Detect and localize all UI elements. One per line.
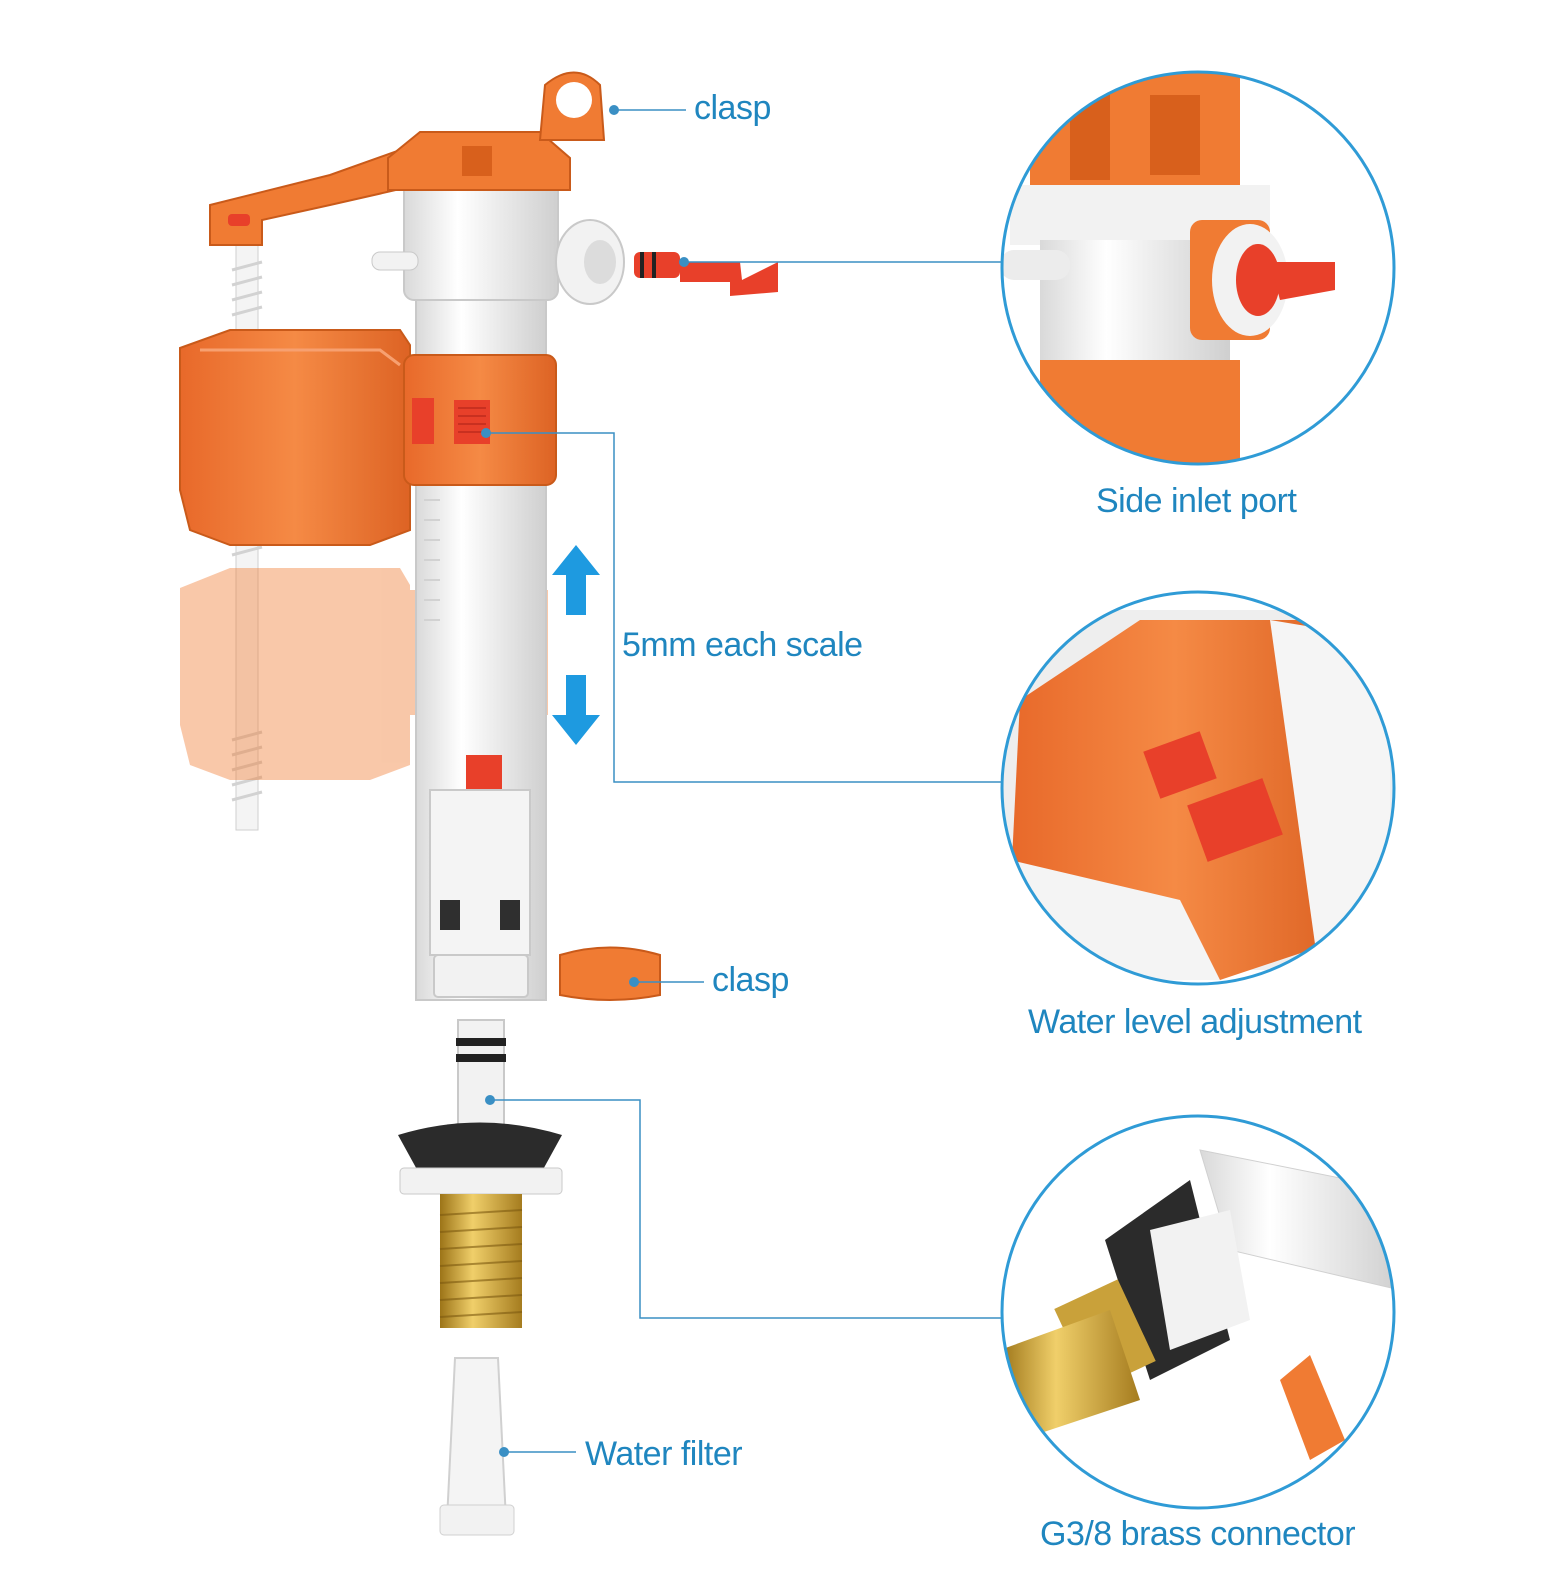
scale-ticks	[424, 499, 440, 621]
valve-assembly	[179, 71, 778, 1536]
lower-cage	[429, 789, 531, 956]
lever-arm	[209, 148, 441, 246]
float-box	[179, 329, 411, 546]
rod-threads	[231, 260, 263, 802]
label-water-filter: Water filter	[585, 1435, 743, 1473]
up-down-arrow-icon	[552, 545, 600, 745]
water-filter	[445, 1357, 508, 1521]
label-water-level: Water level adjustment	[1028, 1003, 1362, 1041]
leader-lines	[486, 109, 1002, 1453]
valve-head	[403, 179, 559, 301]
tube-base	[433, 954, 529, 998]
bottom-clasp	[559, 946, 661, 1001]
inlet-plug-lever	[680, 262, 778, 296]
detail-brass-connector	[1000, 1114, 1396, 1510]
label-clasp-top: clasp	[694, 89, 771, 127]
detail-water-level	[1000, 590, 1396, 986]
label-brass-connector: G3/8 brass connector	[1040, 1515, 1356, 1553]
lever-pin	[228, 214, 250, 226]
rubber-washer	[398, 1122, 562, 1175]
detail-side-inlet	[1000, 70, 1396, 466]
label-clasp-bottom: clasp	[712, 961, 789, 999]
label-side-inlet: Side inlet port	[1096, 482, 1297, 520]
flange	[399, 1167, 563, 1195]
outlet-nozzle	[371, 251, 419, 271]
label-scale: 5mm each scale	[622, 626, 863, 664]
connector-spigot	[457, 1019, 505, 1131]
leader-dots	[481, 105, 689, 1457]
inlet-plug	[634, 252, 680, 278]
